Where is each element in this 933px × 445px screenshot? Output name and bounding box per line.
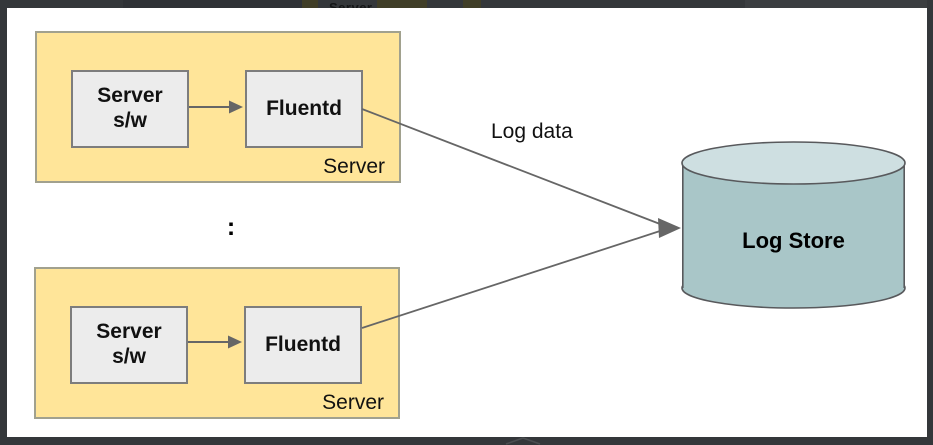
next-slide-preview-mark	[505, 437, 524, 445]
server-software-label: Server s/w	[96, 320, 162, 368]
fluentd-label: Fluentd	[265, 332, 341, 356]
preview-shape	[463, 0, 481, 8]
preview-shade	[123, 0, 303, 8]
fluentd-label: Fluentd	[266, 96, 342, 120]
log-data-edge-label: Log data	[491, 120, 573, 143]
preview-shape	[302, 0, 318, 8]
server-group-label-top: Server	[323, 155, 385, 178]
server-group-top: Server s/w Fluentd Server	[35, 31, 401, 183]
log-store-label: Log Store	[742, 228, 845, 253]
preview-slide-text: Server	[329, 0, 373, 8]
fluentd-box-top: Fluentd	[245, 70, 363, 148]
groups-ellipsis-separator: :	[226, 213, 236, 241]
preview-shade	[745, 0, 927, 8]
server-group-label-bottom: Server	[322, 391, 384, 414]
server-software-box-bottom: Server s/w	[70, 306, 188, 384]
previous-slide-preview: Server	[0, 0, 933, 8]
server-group-bottom: Server s/w Fluentd Server	[34, 267, 400, 419]
server-software-box-top: Server s/w	[71, 70, 189, 148]
preview-shape	[377, 0, 427, 8]
next-slide-preview-mark	[522, 437, 541, 445]
server-software-label: Server s/w	[97, 84, 163, 132]
fluentd-box-bottom: Fluentd	[244, 306, 362, 384]
